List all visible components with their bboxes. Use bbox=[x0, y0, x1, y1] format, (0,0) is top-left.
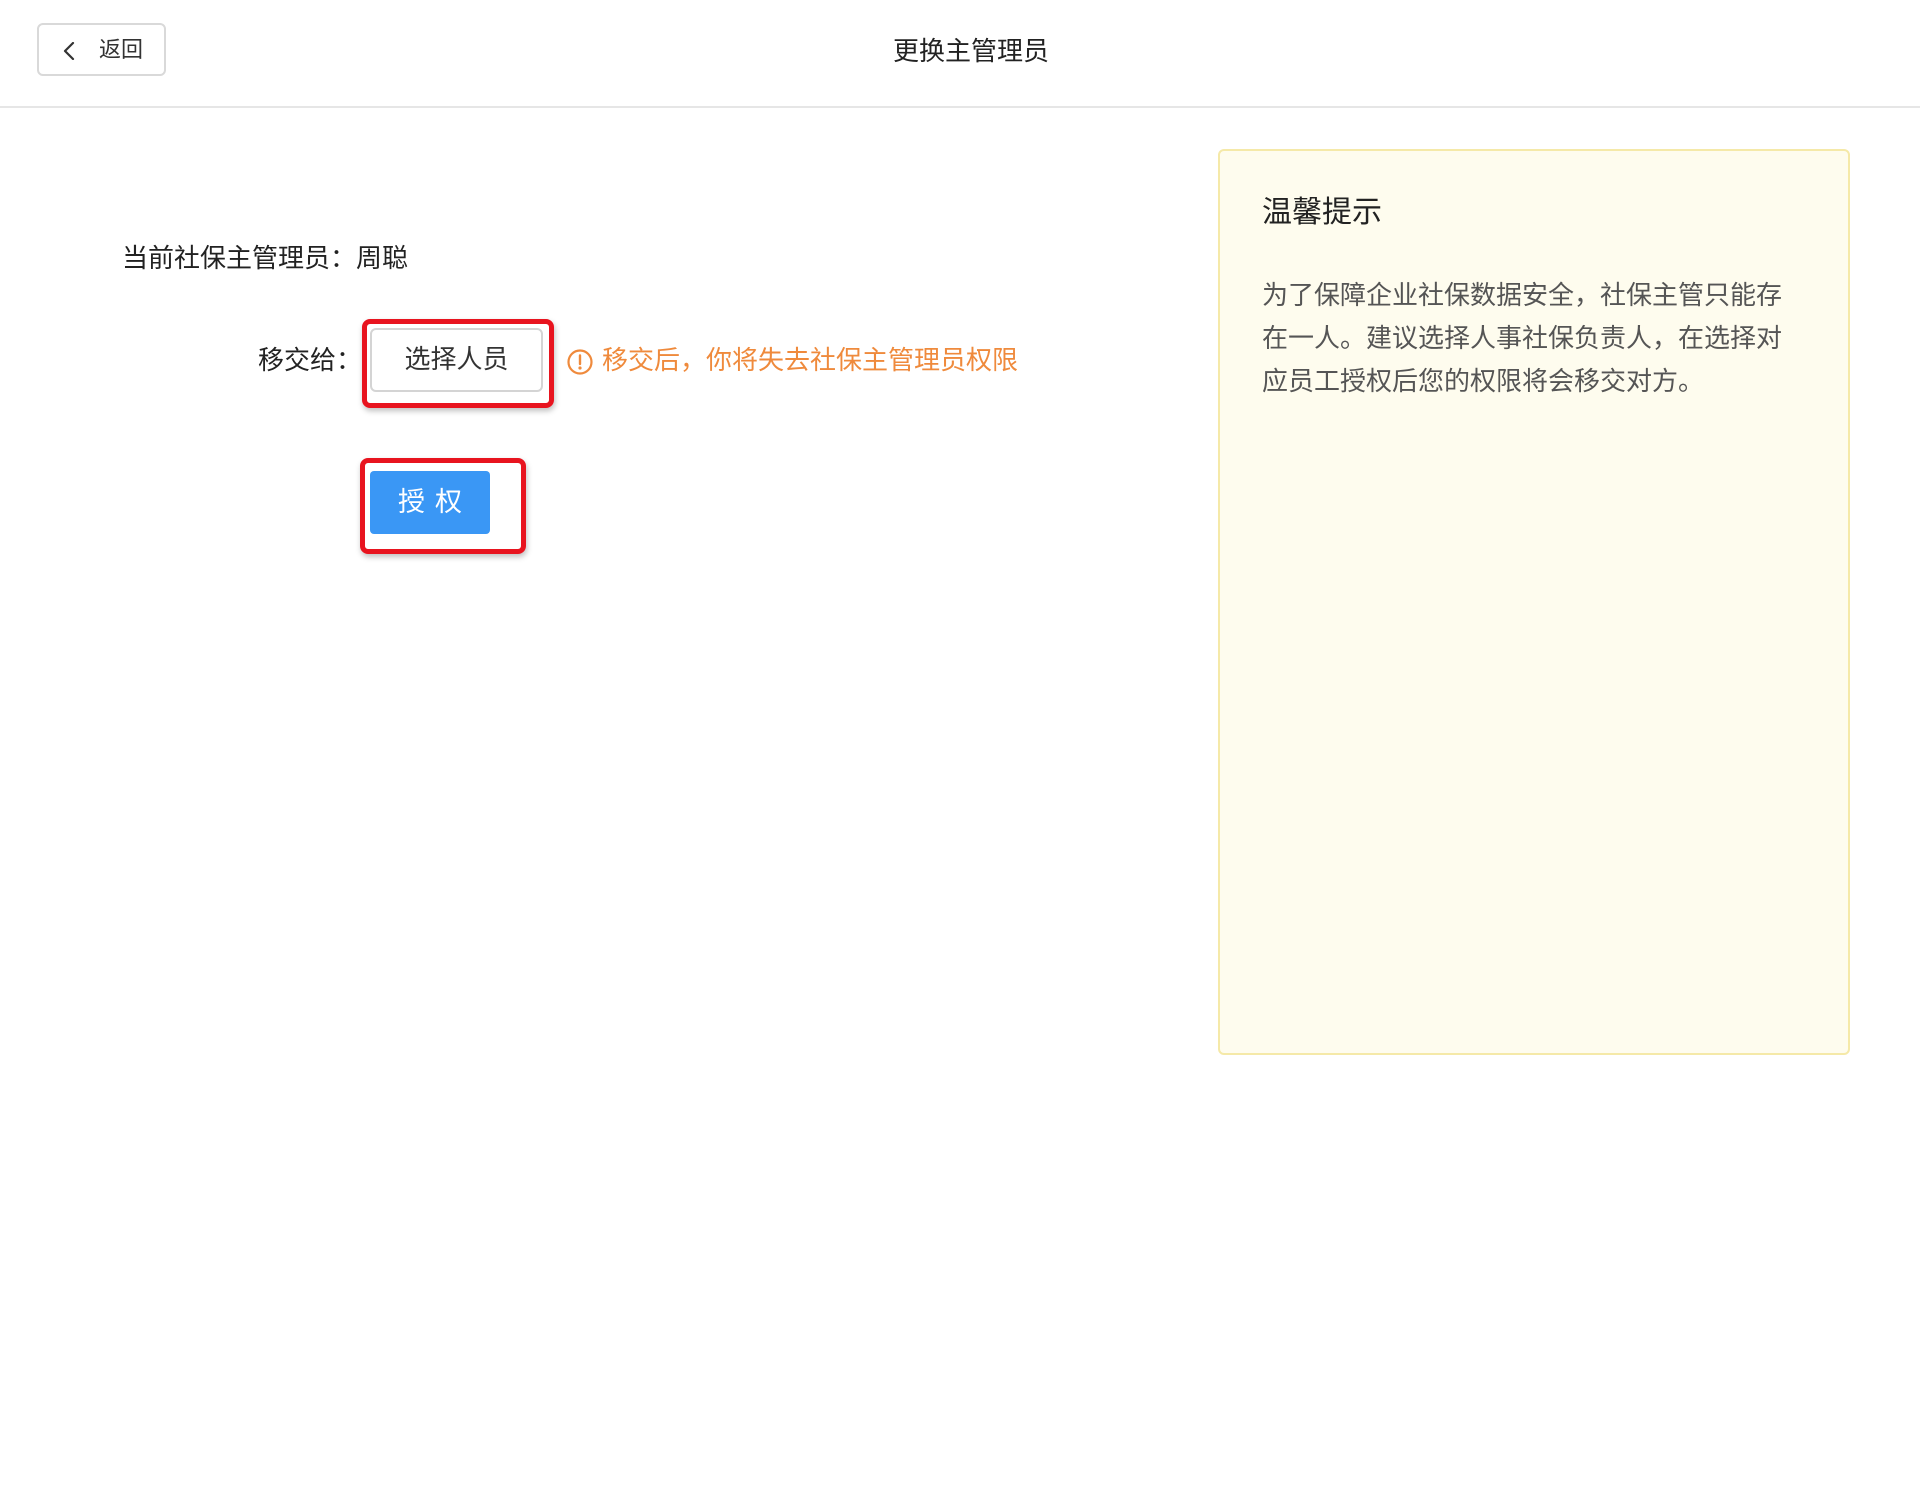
back-button-label: 返回 bbox=[99, 38, 144, 63]
transfer-to-label: 移交给： bbox=[258, 346, 363, 376]
top-bar: 返回 更换主管理员 bbox=[0, 0, 1920, 108]
tip-title: 温馨提示 bbox=[1262, 195, 1382, 230]
tip-body: 为了保障企业社保数据安全，社保主管只能存在一人。建议选择人事社保负责人，在选择对… bbox=[1262, 281, 1783, 397]
page-title: 更换主管理员 bbox=[892, 37, 1049, 67]
tip-panel: 温馨提示 为了保障企业社保数据安全，社保主管只能存在一人。建议选择人事社保负责人… bbox=[1218, 149, 1850, 1055]
current-admin-text: 当前社保主管理员：周聪 bbox=[122, 244, 409, 274]
exclamation-circle-icon bbox=[567, 349, 593, 375]
back-button[interactable]: 返回 bbox=[37, 23, 166, 76]
select-person-button[interactable]: 选择人员 bbox=[370, 328, 543, 392]
authorize-highlight bbox=[360, 458, 526, 554]
select-person-highlight bbox=[362, 319, 554, 408]
chevron-left-icon bbox=[63, 42, 75, 60]
authorize-button[interactable]: 授权 bbox=[370, 471, 490, 534]
transfer-warning-text: 移交后，你将失去社保主管理员权限 bbox=[602, 346, 1019, 376]
